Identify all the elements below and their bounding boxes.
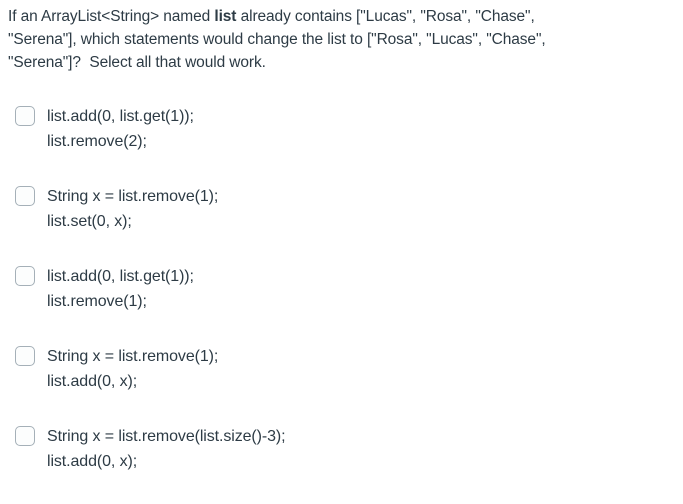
option-3-code: list.add(0, list.get(1)); list.remove(1)…: [47, 264, 194, 314]
option-5-code: String x = list.remove(list.size()-3); l…: [47, 424, 286, 474]
answer-checkbox-3[interactable]: [15, 266, 35, 286]
question-line-1: If an ArrayList<String> named list alrea…: [8, 5, 546, 28]
option-code-line: list.add(0, x);: [47, 453, 138, 470]
question-line-2: "Serena"], which statements would change…: [8, 31, 546, 48]
option-4-code: String x = list.remove(1); list.add(0, x…: [47, 344, 218, 394]
question-bold-term: list: [214, 8, 237, 25]
option-1-code: list.add(0, list.get(1)); list.remove(2)…: [47, 104, 194, 154]
question-line-1-post: already contains ["Lucas", "Rosa", "Chas…: [236, 8, 535, 25]
option-code-line: list.set(0, x);: [47, 213, 132, 230]
answer-option-3[interactable]: list.add(0, list.get(1)); list.remove(1)…: [15, 264, 285, 314]
answer-option-5[interactable]: String x = list.remove(list.size()-3); l…: [15, 424, 286, 474]
answer-checkbox-2[interactable]: [15, 186, 35, 206]
answer-option-4[interactable]: String x = list.remove(1); list.add(0, x…: [15, 344, 285, 394]
question-line-3: "Serena"]? Select all that would work.: [8, 54, 266, 71]
option-code-line: String x = list.remove(list.size()-3);: [47, 428, 286, 445]
answer-options: list.add(0, list.get(1)); list.remove(2)…: [15, 104, 286, 504]
option-code-line: list.remove(2);: [47, 133, 147, 150]
option-code-line: String x = list.remove(1);: [47, 188, 219, 205]
answer-option-1[interactable]: list.add(0, list.get(1)); list.remove(2)…: [15, 104, 285, 154]
option-code-line: list.remove(1);: [47, 293, 147, 310]
answer-option-2[interactable]: String x = list.remove(1); list.set(0, x…: [15, 184, 285, 234]
answer-checkbox-4[interactable]: [15, 346, 35, 366]
option-2-code: String x = list.remove(1); list.set(0, x…: [47, 184, 218, 234]
question-text: If an ArrayList<String> named list alrea…: [8, 5, 546, 74]
option-code-line: String x = list.remove(1);: [47, 348, 219, 365]
question-line-1-pre: If an ArrayList<String> named: [8, 8, 215, 25]
option-code-line: list.add(0, list.get(1));: [47, 268, 194, 285]
answer-checkbox-1[interactable]: [15, 106, 35, 126]
answer-checkbox-5[interactable]: [15, 426, 35, 446]
option-code-line: list.add(0, list.get(1));: [47, 108, 194, 125]
option-code-line: list.add(0, x);: [47, 373, 138, 390]
